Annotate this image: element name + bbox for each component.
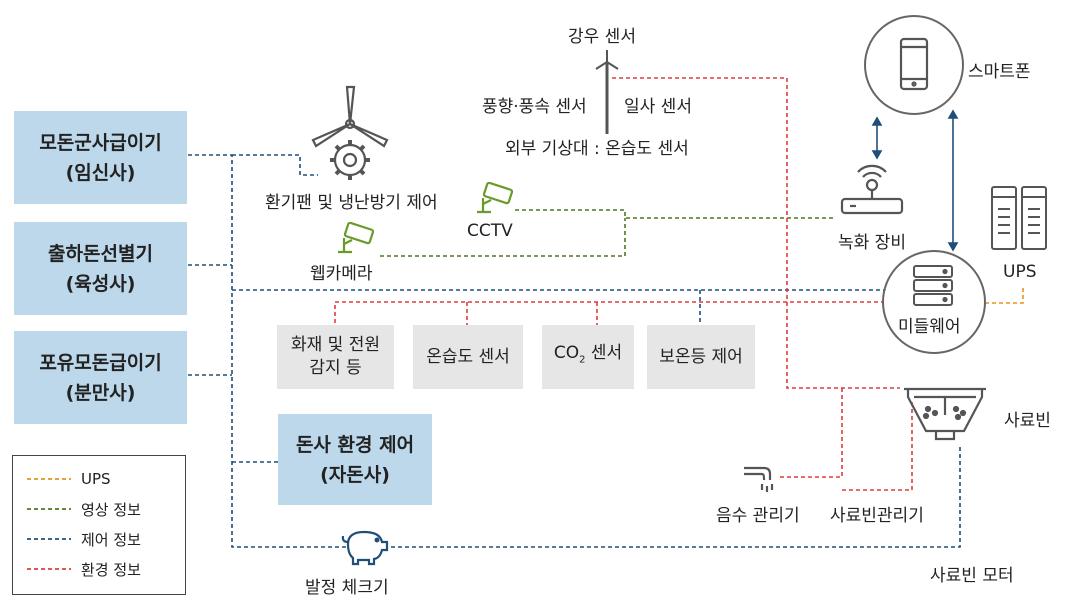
co2-text: CO <box>553 343 580 364</box>
legend-item-control: 제어 정보 <box>27 528 141 550</box>
gestating-barn-label: (임신사) <box>65 161 136 184</box>
legend-item-env: 환경 정보 <box>27 558 141 580</box>
env-water-line <box>780 388 843 478</box>
weather-station-label: 외부 기상대 : 온습도 센서 <box>505 139 689 159</box>
feed-bin-label: 사료빈 <box>1004 411 1051 431</box>
feed-motor-label: 사료빈 모터 <box>930 566 1014 586</box>
heat-lamp-label: 보온등 제어 <box>659 346 743 367</box>
legend: UPS 영상 정보 제어 정보 환경 정보 <box>12 455 186 595</box>
cctv-camera-icon <box>477 182 514 214</box>
webcam-label: 웹카메라 <box>310 264 373 284</box>
recorder-label: 녹화 장비 <box>838 233 906 253</box>
legend-label-ups: UPS <box>81 470 111 488</box>
estrus-checker-label: 발정 체크기 <box>305 578 389 598</box>
legend-swatch-ups <box>27 478 71 480</box>
fire-label-1: 화재 및 전원 <box>290 335 380 355</box>
water-manager-label: 음수 관리기 <box>716 506 800 526</box>
video-webcam-line <box>380 218 626 257</box>
middleware-label: 미들웨어 <box>898 317 961 337</box>
legend-swatch-control <box>27 538 71 540</box>
barn-control-label: 돈사 환경 제어 <box>295 433 415 456</box>
video-cctv-line <box>515 209 835 219</box>
humidity-sensor-label: 온습도 센서 <box>426 346 510 367</box>
rain-sensor-label: 강우 센서 <box>568 27 636 47</box>
co2-sensor-label: CO2 센서 <box>554 342 622 371</box>
legend-item-ups: UPS <box>27 468 111 490</box>
feed-manager-label: 사료빈관리기 <box>830 506 924 526</box>
lactating-feeder-label: 포유모돈급이기 <box>39 351 162 374</box>
co2-subscript: 2 <box>579 354 586 366</box>
cctv-label: CCTV <box>467 221 513 241</box>
env-rain-line <box>612 77 900 389</box>
growing-barn-label: (육성사) <box>65 272 136 295</box>
middleware-circle <box>882 250 986 354</box>
middleware-server-icon <box>913 265 953 306</box>
env-feed-line <box>842 400 913 491</box>
smartphone-label: 스마트폰 <box>968 62 1031 82</box>
legend-label-env: 환경 정보 <box>81 560 141 579</box>
ventilation-fan-icon <box>311 85 389 180</box>
env-middleware-line <box>334 301 885 325</box>
sorter-label: 출하돈선별기 <box>48 242 153 265</box>
gestating-feeder-label: 모돈군사급이기 <box>39 131 162 154</box>
legend-swatch-video <box>27 508 71 510</box>
weather-station-icon <box>595 50 619 134</box>
pig-icon <box>341 530 389 566</box>
farrowing-barn-label: (분만사) <box>65 381 136 404</box>
nursery-barn-label: (자돈사) <box>320 463 390 486</box>
lactating-sow-feeder-box: 포유모돈급이기 (분만사) <box>14 331 187 424</box>
ups-server-icon <box>991 186 1047 250</box>
feed-bin-icon <box>904 387 986 441</box>
legend-label-video: 영상 정보 <box>81 500 141 519</box>
smartphone-icon <box>899 37 929 91</box>
control-main-line <box>188 154 961 548</box>
recorder-icon <box>840 164 904 215</box>
barn-environment-control-box: 돈사 환경 제어 (자돈사) <box>278 414 432 505</box>
legend-swatch-env <box>27 568 71 570</box>
humidity-sensor-box: 온습도 센서 <box>413 325 523 389</box>
fire-label-2: 감지 등 <box>309 358 362 378</box>
legend-label-control: 제어 정보 <box>81 530 141 549</box>
fan-control-label: 환기팬 및 냉난방기 제어 <box>265 193 438 213</box>
legend-item-video: 영상 정보 <box>27 498 141 520</box>
fire-power-detection-box: 화재 및 전원 감지 등 <box>277 325 394 389</box>
wind-sensor-label: 풍향·풍속 센서 <box>482 97 587 117</box>
sun-sensor-label: 일사 센서 <box>624 97 692 117</box>
webcam-icon <box>338 222 375 254</box>
co2-sensor-word: 센서 <box>585 343 623 364</box>
shipping-pig-sorter-box: 출하돈선별기 (육성사) <box>14 222 187 315</box>
co2-sensor-box: CO2 센서 <box>542 325 634 389</box>
gestating-sow-feeder-box: 모돈군사급이기 (임신사) <box>14 111 187 204</box>
ups-line <box>985 287 1024 304</box>
heat-lamp-control-box: 보온등 제어 <box>647 325 755 389</box>
smartphone-circle <box>864 15 964 115</box>
faucet-icon <box>744 466 774 492</box>
control-fan-line <box>232 154 318 176</box>
ups-label: UPS <box>1003 262 1037 282</box>
